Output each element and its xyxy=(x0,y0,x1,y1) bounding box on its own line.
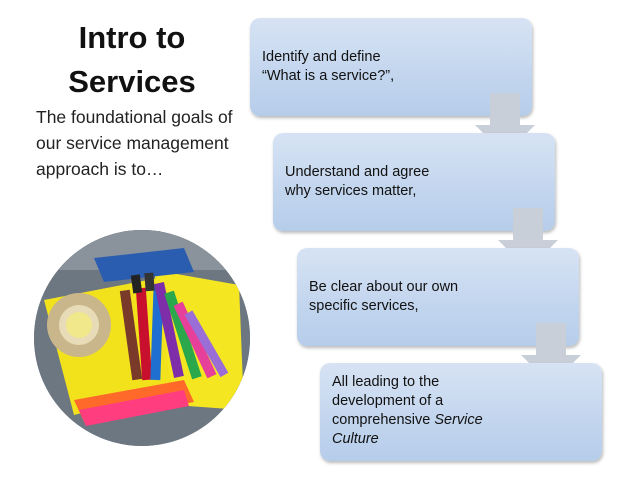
title-line-1: Intro to xyxy=(78,20,186,55)
step-box-be-clear: Be clear about our own specific services… xyxy=(297,248,579,346)
title-line-2: Services xyxy=(68,64,196,99)
step-box-identify: Identify and define “What is a service?”… xyxy=(250,18,532,116)
markers-photo-drawing xyxy=(34,230,250,446)
step-3-text: Be clear about our own specific services… xyxy=(309,279,459,314)
markers-photo xyxy=(34,230,250,446)
step-box-leading: All leading to the development of a comp… xyxy=(320,363,602,461)
step-1-text: Identify and define “What is a service?”… xyxy=(262,49,395,84)
step-2-text: Understand and agree why services matter… xyxy=(285,164,430,199)
step-box-understand: Understand and agree why services matter… xyxy=(273,133,555,231)
slide-subtitle: The foundational goals of our service ma… xyxy=(36,107,233,179)
step-4-text-italic: Service Culture xyxy=(332,412,483,447)
step-4-text: All leading to the development of a comp… xyxy=(332,373,512,449)
step-4-text-plain: All leading to the development of a comp… xyxy=(332,374,444,428)
slide-title: Intro to Services xyxy=(42,16,222,104)
